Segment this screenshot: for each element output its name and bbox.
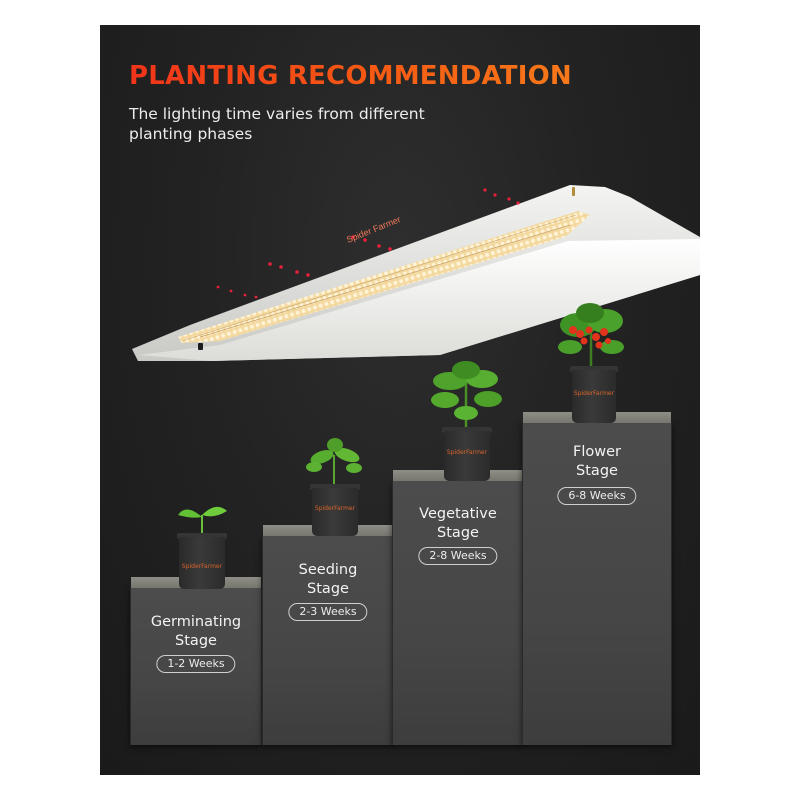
pot-germinating: SpiderFarmer	[177, 533, 227, 589]
plants-layer	[178, 303, 624, 534]
seeding-plant-icon	[306, 438, 362, 485]
duration-badge: 2-3 Weeks	[288, 603, 368, 621]
pot-brand-label: SpiderFarmer	[446, 449, 488, 456]
vegetative-plant-icon	[431, 361, 502, 430]
infographic-panel: PLANTING RECOMMENDATION The lighting tim…	[100, 25, 700, 775]
stage-name: Flower Stage	[573, 444, 621, 479]
duration-badge: 2-8 Weeks	[418, 547, 498, 565]
duration-badge: 6-8 Weeks	[557, 487, 637, 505]
germinating-plant-icon	[178, 506, 227, 534]
page-subtitle: The lighting time varies from different …	[129, 105, 425, 143]
stage-block-germinating: Germinating Stage 1-2 Weeks	[130, 577, 262, 745]
flower-plant-icon	[558, 303, 624, 367]
tomato-fruit-icons	[569, 326, 611, 349]
pot-flower: SpiderFarmer	[570, 366, 618, 423]
pot-brand-label: SpiderFarmer	[573, 390, 615, 397]
pot-seeding: SpiderFarmer	[310, 484, 360, 536]
pot-brand-label: SpiderFarmer	[314, 505, 356, 512]
page-title: PLANTING RECOMMENDATION	[129, 61, 572, 91]
stage-block-flower: Flower Stage 6-8 Weeks	[522, 412, 672, 745]
stage-name: Germinating Stage	[150, 614, 242, 649]
stage-name: Seeding Stage	[298, 562, 358, 597]
pot-vegetative: SpiderFarmer	[442, 427, 492, 481]
duration-badge: 1-2 Weeks	[156, 655, 236, 673]
pot-brand-label: SpiderFarmer	[181, 563, 223, 570]
stage-name: Vegetative Stage	[419, 506, 497, 541]
